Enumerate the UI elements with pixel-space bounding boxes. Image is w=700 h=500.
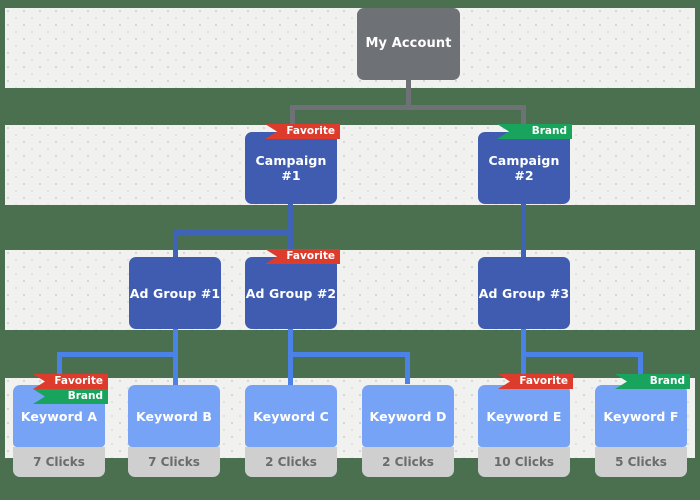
ribbon-label: Brand <box>67 390 103 402</box>
connector-campaign-2-drop <box>521 105 526 131</box>
connector-adgroup-2-bus <box>288 352 410 357</box>
connector-keyword-d-drop <box>405 352 410 384</box>
node-label: Keyword D <box>369 408 447 424</box>
ribbon-label: Brand <box>649 375 685 387</box>
node-keyword-e[interactable]: Keyword E <box>478 385 570 447</box>
ribbon-brand-keyword-a: Brand <box>33 389 108 404</box>
ribbon-favorite-ad-group-2: Favorite <box>265 249 340 264</box>
node-label: Keyword A <box>20 408 98 424</box>
ribbon-label: Favorite <box>286 250 335 262</box>
connector-keyword-a-drop <box>57 352 62 384</box>
metric-label: 10 Clicks <box>493 455 555 469</box>
node-label: Keyword E <box>486 408 562 424</box>
node-label: Keyword B <box>135 408 213 424</box>
connector-keyword-f-drop <box>638 352 643 384</box>
node-my-account[interactable]: My Account <box>357 8 460 80</box>
metric-label: 2 Clicks <box>265 455 317 469</box>
node-keyword-c[interactable]: Keyword C <box>245 385 337 447</box>
connector-account-bus <box>290 105 526 110</box>
node-label: Keyword F <box>603 408 679 424</box>
node-label: My Account <box>365 36 452 52</box>
node-campaign-2[interactable]: Campaign #2 <box>478 132 570 204</box>
ribbon-label: Favorite <box>54 375 103 387</box>
node-ad-group-3[interactable]: Ad Group #3 <box>478 257 570 329</box>
node-campaign-1[interactable]: Campaign #1 <box>245 132 337 204</box>
connector-account-stem <box>406 78 411 108</box>
connector-campaign-1-stem <box>288 200 293 234</box>
ribbon-label: Favorite <box>286 125 335 137</box>
node-keyword-f[interactable]: Keyword F <box>595 385 687 447</box>
metric-keyword-d-clicks: 2 Clicks <box>362 447 454 477</box>
connector-adgroup-1-drop <box>173 230 178 260</box>
node-ad-group-1[interactable]: Ad Group #1 <box>129 257 221 329</box>
ribbon-favorite-campaign-1: Favorite <box>265 124 340 139</box>
metric-label: 7 Clicks <box>148 455 200 469</box>
connector-campaign-2-stem <box>521 200 526 258</box>
node-keyword-d[interactable]: Keyword D <box>362 385 454 447</box>
metric-keyword-f-clicks: 5 Clicks <box>595 447 687 477</box>
connector-adgroup-2-drop <box>288 230 293 262</box>
metric-keyword-a-clicks: 7 Clicks <box>13 447 105 477</box>
metric-keyword-e-clicks: 10 Clicks <box>478 447 570 477</box>
ribbon-label: Favorite <box>519 375 568 387</box>
ribbon-favorite-keyword-e: Favorite <box>498 374 573 389</box>
node-label: Ad Group #1 <box>129 285 221 301</box>
metric-label: 2 Clicks <box>382 455 434 469</box>
ribbon-favorite-keyword-a: Favorite <box>33 374 108 389</box>
ribbon-brand-keyword-f: Brand <box>615 374 690 389</box>
ribbon-brand-campaign-2: Brand <box>497 124 572 139</box>
connector-campaign-1-drop <box>290 105 295 131</box>
level-band-account <box>5 8 695 88</box>
node-keyword-b[interactable]: Keyword B <box>128 385 220 447</box>
metric-label: 5 Clicks <box>615 455 667 469</box>
node-label: Ad Group #2 <box>245 285 337 301</box>
metric-label: 7 Clicks <box>33 455 85 469</box>
node-label: Ad Group #3 <box>478 285 570 301</box>
connector-campaign-1-bus <box>173 230 293 235</box>
node-ad-group-2[interactable]: Ad Group #2 <box>245 257 337 329</box>
metric-keyword-c-clicks: 2 Clicks <box>245 447 337 477</box>
node-label: Campaign #2 <box>488 153 560 183</box>
connector-adgroup-1-bus <box>57 352 178 357</box>
connector-adgroup-3-bus <box>521 352 643 357</box>
metric-keyword-b-clicks: 7 Clicks <box>128 447 220 477</box>
node-label: Campaign #1 <box>255 153 327 183</box>
node-label: Keyword C <box>253 408 329 424</box>
level-band-adgroup <box>5 250 695 330</box>
level-band-keyword <box>5 378 695 458</box>
ribbon-label: Brand <box>531 125 567 137</box>
level-band-campaign <box>5 125 695 205</box>
